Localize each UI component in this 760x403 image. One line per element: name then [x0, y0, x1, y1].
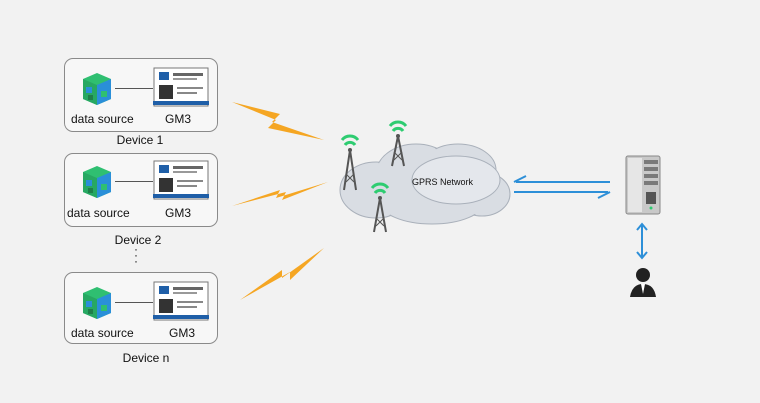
device-2-name: Device 2 [114, 233, 162, 247]
cube-icon [83, 287, 111, 319]
server-icon [625, 155, 661, 215]
user-icon [630, 268, 656, 297]
network-label: GPRS Network [412, 177, 474, 187]
device-n-name: Device n [122, 351, 170, 365]
bidirectional-arrow-icon [513, 175, 611, 199]
cloud-icon [339, 143, 511, 225]
module-label: GM3 [165, 206, 192, 220]
cell-tower-icon [370, 182, 390, 233]
device-2-box: data source GM3 [64, 153, 218, 227]
data-source-label: data source [67, 206, 130, 220]
cell-tower-icon [340, 134, 360, 191]
module-label: GM3 [165, 112, 192, 126]
module-label: GM3 [169, 326, 196, 340]
connector-line [115, 302, 153, 303]
gsm-module-icon [153, 160, 209, 200]
cell-tower-icon [388, 120, 408, 167]
vertical-arrow-icon [636, 222, 648, 260]
data-source-label: data source [71, 326, 134, 340]
device-1-box: data source GM3 [64, 58, 218, 132]
connector-line [115, 88, 153, 89]
device-1-name: Device 1 [116, 133, 164, 147]
gsm-module-icon [153, 67, 209, 107]
cube-icon [83, 73, 111, 105]
device-n-box: data source GM3 [64, 272, 218, 344]
cube-icon [83, 166, 111, 198]
data-source-label: data source [71, 112, 134, 126]
connector-line [115, 181, 153, 182]
wireless-signal-icon [232, 182, 328, 206]
ellipsis-dots: ··· [134, 242, 138, 268]
wireless-signal-icon [232, 102, 324, 140]
gsm-module-icon [153, 281, 209, 321]
wireless-signal-icon [240, 248, 324, 300]
